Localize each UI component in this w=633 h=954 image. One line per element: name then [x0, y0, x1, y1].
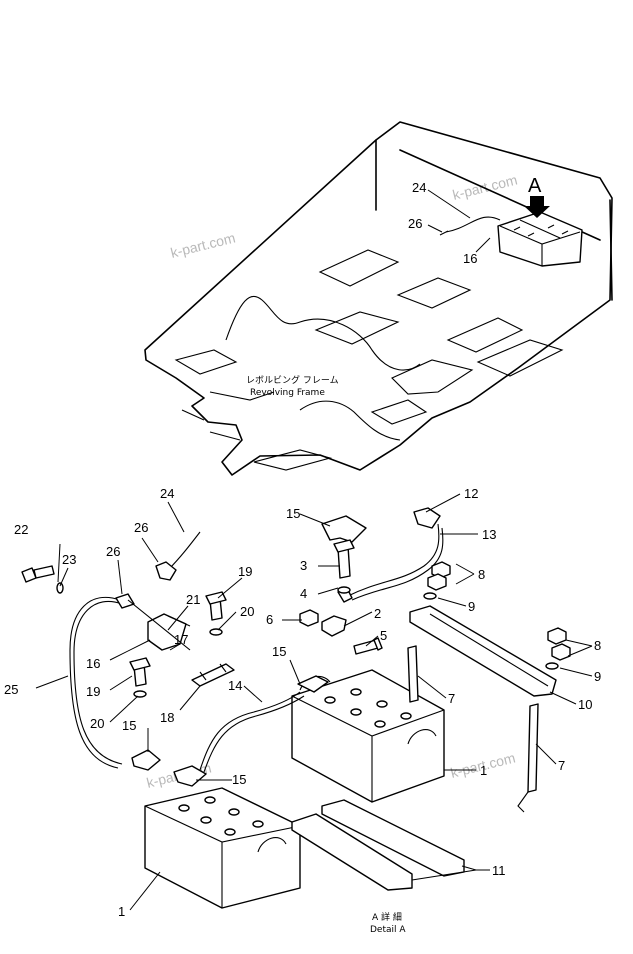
callout-18: 18	[160, 710, 174, 725]
detail-label-jp: A 詳 細	[372, 911, 402, 923]
callout-26-lower: 26	[106, 544, 120, 559]
detail-label-en: Detail A	[370, 925, 406, 935]
callout-14: 14	[228, 678, 242, 693]
callout-4: 4	[300, 586, 307, 601]
callout-20-upper: 20	[240, 604, 254, 619]
callout-19-upper: 19	[238, 564, 252, 579]
callout-16: 16	[463, 251, 477, 266]
callout-23: 23	[62, 552, 76, 567]
detail-a-assembly	[21, 507, 571, 909]
callout-7-lower: 7	[558, 758, 565, 773]
callout-13: 13	[482, 527, 496, 542]
callout-2: 2	[374, 606, 381, 621]
revolving-frame	[144, 121, 613, 476]
callout-5: 5	[380, 628, 387, 643]
callout-6: 6	[266, 612, 273, 627]
frame-label-en: Revolving Frame	[250, 388, 325, 398]
callout-26-wire: 26	[134, 520, 148, 535]
detail-marker-a: A	[528, 175, 542, 197]
callout-7-upper: 7	[448, 691, 455, 706]
callout-26: 26	[408, 216, 422, 231]
callout-10: 10	[578, 697, 592, 712]
callout-15-left: 15	[122, 718, 136, 733]
callout-12: 12	[464, 486, 478, 501]
callout-20-lower: 20	[90, 716, 104, 731]
callout-15-mid: 15	[232, 772, 246, 787]
callout-15-top: 15	[286, 506, 300, 521]
watermark: k-part.com	[169, 229, 237, 261]
callout-15-right: 15	[272, 644, 286, 659]
callout-16-lower: 16	[86, 656, 100, 671]
callout-9-upper: 9	[468, 599, 475, 614]
callout-21: 21	[186, 592, 200, 607]
callout-25: 25	[4, 682, 18, 697]
callout-3: 3	[300, 558, 307, 573]
callout-24-lower: 24	[160, 486, 174, 501]
callout-9-lower: 9	[594, 669, 601, 684]
callout-11: 11	[492, 863, 506, 878]
callout-8-upper: 8	[478, 567, 485, 582]
callout-8-lower: 8	[594, 638, 601, 653]
callout-17: 17	[174, 632, 188, 647]
frame-label-jp: レボルビング フレーム	[246, 374, 339, 386]
callout-1-right: 1	[480, 763, 487, 778]
callout-19-lower: 19	[86, 684, 100, 699]
callout-22: 22	[14, 522, 28, 537]
callout-24: 24	[412, 180, 426, 195]
callout-1-left: 1	[118, 904, 125, 919]
